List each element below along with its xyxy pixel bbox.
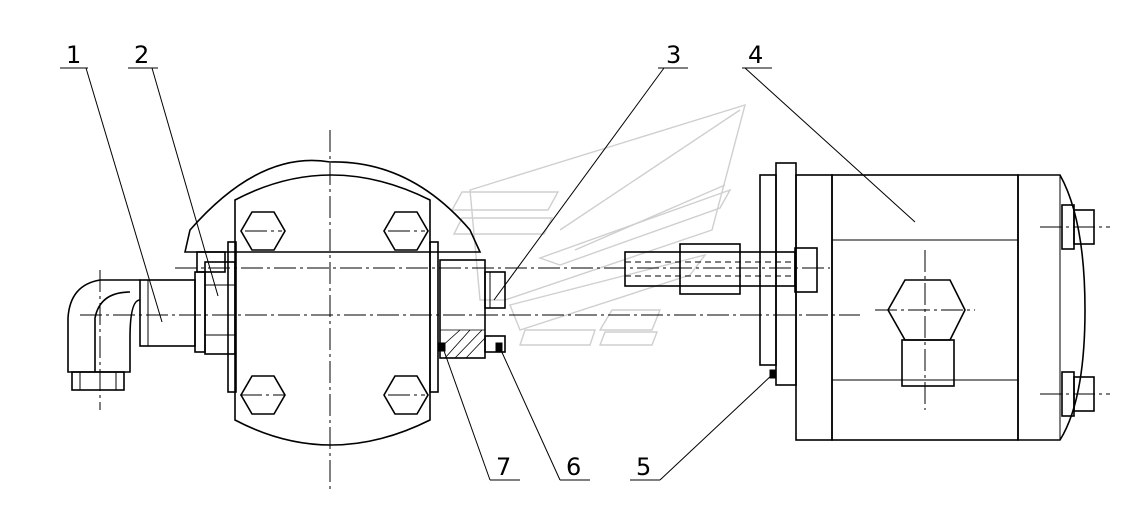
callout-2: 2	[134, 41, 149, 69]
callout-1: 1	[66, 41, 81, 69]
hex-adapter	[194, 251, 236, 355]
leader-lines	[60, 67, 916, 481]
coupling-section	[438, 259, 506, 359]
watermark-logo	[450, 103, 746, 346]
gear-pump	[624, 162, 1110, 441]
callout-6: 6	[566, 453, 581, 481]
mounting-housing	[183, 130, 482, 490]
callout-4: 4	[748, 41, 763, 69]
callout-5: 5	[636, 453, 651, 481]
elbow-fitting	[67, 270, 196, 410]
callout-3: 3	[666, 41, 681, 69]
callout-7: 7	[496, 453, 511, 481]
